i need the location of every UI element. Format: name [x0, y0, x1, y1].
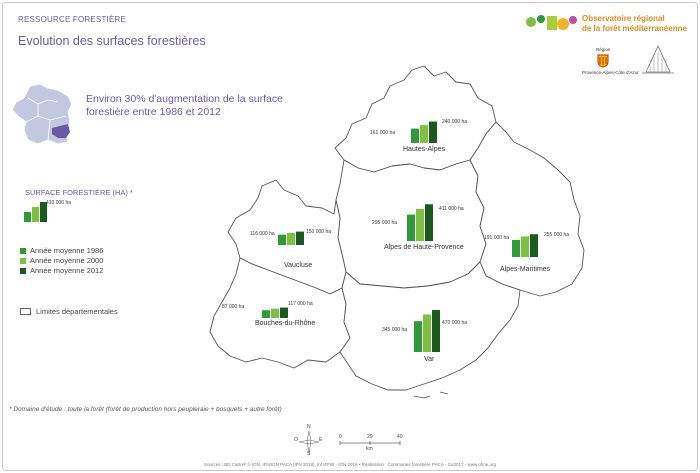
dept-label-hautes-alpes: Hautes-Alpes: [403, 146, 446, 153]
min-label-var: 345 000 ha: [382, 327, 408, 333]
bar-alpes-de-haute-provence-2000: [416, 208, 424, 241]
compass-e: E: [319, 437, 323, 443]
compass-s: S: [307, 451, 311, 457]
dept-label-alpes-haute-provence: Alpes de Haute-Provence: [384, 244, 464, 251]
observatoire-logo-icon: [526, 15, 577, 30]
legend-scale-value: 410 000 ha: [46, 200, 72, 206]
region-label: Région: [596, 47, 611, 52]
max-label-alpes-haute-provence: 411 000 ha: [439, 206, 464, 212]
bar-alpes-maritimes-2012: [530, 234, 538, 257]
bar-var-1986: [414, 321, 422, 352]
min-label-alpes-haute-provence: 295 000 ha: [372, 220, 398, 226]
min-label-hautes-alpes: 161 000 ha: [370, 130, 396, 136]
bar-hautes-alpes-2012: [429, 121, 437, 143]
max-label-vaucluse: 150 000 ha: [306, 229, 332, 235]
compass-o: O: [294, 437, 298, 443]
paca-highlight: [52, 124, 70, 138]
legend-label: Année moyenne 2000: [30, 256, 104, 265]
min-label-bouches-du-rhone: 87 000 ha: [222, 304, 245, 310]
scale-unit: km: [366, 446, 373, 452]
bar-bouches-du-rhone-2000: [271, 308, 279, 318]
legend-item-1986: Année moyenne 1986: [20, 246, 103, 255]
footnote: * Domaine d'étude : toute la forêt (forê…: [9, 406, 282, 413]
intro-text: Environ 30% d'augmentation de la surface…: [86, 93, 283, 118]
bar-hautes-alpes-2000: [420, 125, 428, 143]
bar-var-2012: [432, 310, 440, 352]
legend-item-2012: Année moyenne 2012: [20, 266, 103, 275]
bar-vaucluse-2012: [296, 231, 304, 245]
france-inset-map: [11, 83, 73, 145]
legend-limits: Limites départementales: [20, 307, 118, 316]
bar-var-2000: [423, 314, 431, 352]
page-title: Evolution des surfaces forestières: [18, 34, 206, 48]
compass-rose-icon: [298, 430, 320, 454]
scale-bar: [339, 441, 401, 445]
dept-label-alpes-maritimes: Alpes-Maritimes: [500, 266, 551, 273]
scale-tick-40: 40: [397, 434, 403, 440]
monument-logo-icon: [642, 45, 674, 74]
compass-n: N: [307, 424, 311, 430]
dept-hautes-alpes: [334, 65, 497, 173]
legend-bar-1986: [24, 212, 31, 222]
sources: Sources : BD Carto® © IGN, IFN/IGN PACA …: [203, 462, 497, 467]
legend-item-2000: Année moyenne 2000: [20, 256, 103, 265]
legend-bar-2012: [40, 202, 47, 222]
dept-label-var: Var: [424, 356, 435, 363]
dept-label-vaucluse: Vaucluse: [284, 262, 313, 269]
region-shield-icon: [597, 54, 609, 68]
bar-bouches-du-rhone-1986: [262, 310, 270, 318]
bar-vaucluse-2000: [287, 232, 295, 245]
bar-alpes-de-haute-provence-1986: [407, 214, 415, 241]
bar-layer: [262, 121, 538, 352]
legend-bar-sample: [24, 202, 47, 222]
max-label-alpes-maritimes: 255 000 ha: [544, 232, 570, 238]
bar-hautes-alpes-1986: [411, 128, 419, 143]
logo-line1: Observatoire régional: [582, 14, 665, 23]
bar-vaucluse-1986: [278, 234, 286, 245]
bar-alpes-maritimes-2000: [521, 236, 529, 257]
swatch-1986: [20, 247, 26, 254]
bar-bouches-du-rhone-2012: [280, 307, 288, 318]
min-label-vaucluse: 116 000 ha: [250, 231, 275, 237]
legend-bar-2000: [32, 207, 39, 222]
swatch-2012: [20, 267, 26, 274]
limits-label: Limites départementales: [36, 307, 118, 316]
dept-label-bouches-du-rhone: Bouches-du-Rhône: [255, 320, 316, 327]
legend-label: Année moyenne 2012: [30, 266, 104, 275]
bar-alpes-maritimes-1986: [512, 239, 520, 257]
legend-label: Année moyenne 1986: [30, 246, 104, 255]
swatch-2000: [20, 257, 26, 264]
max-label-var: 470 000 ha: [442, 320, 468, 326]
scale-tick-0: 0: [339, 434, 342, 440]
legend-title: SURFACE FORESTIÈRE (HA) *: [25, 188, 133, 197]
section-kicker: RESSOURCE FORESTIÈRE: [18, 15, 127, 24]
region-sub: Provence-Alpes-Côte d'Azur: [582, 70, 639, 75]
max-label-bouches-du-rhone: 117 000 ha: [288, 301, 313, 307]
min-label-alpes-maritimes: 191 000 ha: [484, 235, 510, 241]
dept-alpes-maritimes: [469, 121, 585, 297]
coastline-islands: [413, 391, 449, 399]
max-label-hautes-alpes: 240 000 ha: [442, 119, 468, 125]
france-regions: [25, 97, 67, 141]
logo-line2: de la forêt méditerranéenne: [582, 24, 687, 33]
bar-alpes-de-haute-provence-2012: [425, 204, 433, 241]
limits-swatch: [20, 308, 31, 315]
scale-tick-20: 20: [367, 434, 373, 440]
